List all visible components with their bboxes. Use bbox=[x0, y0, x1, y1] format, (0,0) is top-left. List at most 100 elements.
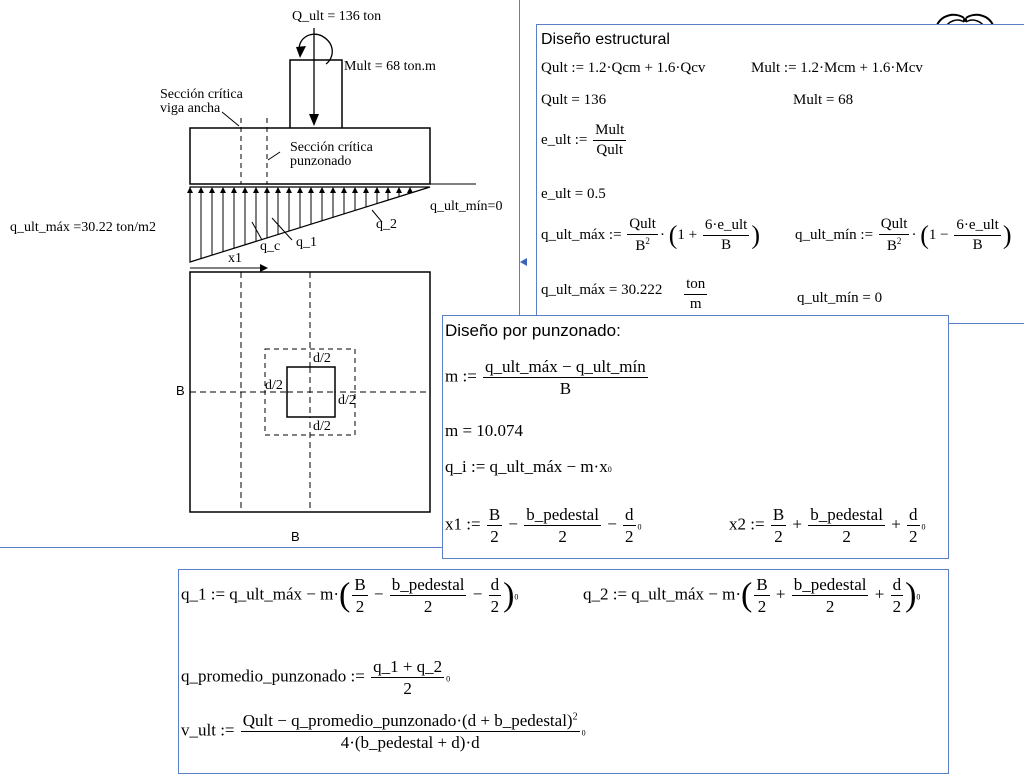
leader-qc bbox=[251, 221, 263, 241]
diagram-right-border bbox=[519, 0, 520, 548]
qmax-den: B2 bbox=[635, 236, 650, 254]
moment-arrowhead bbox=[296, 46, 306, 58]
panel2-title: Diseño por punzonado: bbox=[445, 321, 621, 340]
m-num: q_ult_máx − q_ult_mín bbox=[483, 357, 648, 378]
x1-lhs: x1 := bbox=[445, 514, 481, 534]
qmin-paren-pre: 1 − bbox=[928, 226, 949, 243]
qmin-value: q_ult_mín = 0 bbox=[797, 290, 883, 306]
qult-value: Qult = 136 bbox=[541, 92, 607, 108]
eult-lhs: e_ult := bbox=[541, 131, 588, 148]
seccion-punz-label-2: punzonado bbox=[290, 154, 352, 169]
q-ult-label: Q_ult = 136 ton bbox=[292, 9, 382, 24]
eult-value: e_ult = 0.5 bbox=[541, 186, 606, 202]
qc-label: q_c bbox=[260, 239, 281, 254]
q-ult-max-label: q_ult_máx =30.22 ton/m2 bbox=[10, 220, 156, 235]
seccion-viga-label-1: Sección crítica bbox=[160, 87, 243, 102]
qmin-den: B2 bbox=[886, 236, 902, 254]
d2-left-label: d/2 bbox=[265, 378, 283, 393]
pedestal-outline bbox=[289, 59, 343, 128]
qmax-inner-num: 6·e_ult bbox=[702, 218, 750, 236]
d2-top-label: d/2 bbox=[313, 351, 331, 366]
leader-q1 bbox=[271, 217, 293, 241]
qmax-lhs: q_ult_máx := bbox=[541, 226, 622, 243]
pressure-arrows bbox=[189, 189, 411, 262]
panel1-title: Diseño estructural bbox=[541, 31, 670, 48]
d2-bottom-label: d/2 bbox=[313, 419, 331, 434]
m-ult-label: Mult = 68 ton.m bbox=[344, 59, 436, 74]
qult-definition: Qult := 1.2·Qcm + 1.6·Qcv bbox=[541, 60, 706, 76]
qmax-paren-pre: 1 + bbox=[677, 226, 698, 243]
b-side-label: B bbox=[176, 383, 185, 398]
qmax-num: Qult bbox=[627, 217, 658, 235]
q1-label: q_1 bbox=[296, 235, 317, 250]
load-arrowhead bbox=[309, 114, 319, 126]
qi-definition: q_i := q_ult_máx − m·x0 bbox=[445, 457, 612, 476]
eult-num: Mult bbox=[593, 123, 627, 141]
vult-fraction: Qult − q_promedio_punzonado·(d + b_pedes… bbox=[240, 711, 580, 752]
collapse-arrow-icon[interactable] bbox=[520, 258, 527, 266]
panel-diseno-estructural: Diseño estructural Qult := 1.2·Qcm + 1.6… bbox=[536, 24, 1024, 324]
qmax-value-text: q_ult_máx = 30.222 bbox=[541, 282, 663, 298]
qmax-unit-den: m bbox=[689, 296, 702, 312]
diagram-bottom-border bbox=[0, 547, 520, 548]
m-den: B bbox=[559, 379, 572, 398]
mult-definition: Mult := 1.2·Mcm + 1.6·Mcv bbox=[751, 60, 923, 76]
mult-value: Mult = 68 bbox=[793, 92, 854, 108]
seccion-viga-label-2: viga ancha bbox=[160, 101, 221, 116]
x1-label: x1 bbox=[228, 251, 242, 266]
pointer-punz bbox=[267, 151, 281, 161]
seccion-punz-label-1: Sección crítica bbox=[290, 140, 373, 155]
footing-drawing bbox=[187, 28, 476, 513]
eult-den: Qult bbox=[596, 142, 624, 158]
qmin-inner-den: B bbox=[972, 237, 983, 253]
qmax-inner-den: B bbox=[721, 237, 732, 253]
m-lhs: m := bbox=[445, 366, 477, 386]
qmin-num: Qult bbox=[878, 217, 910, 235]
m-value: m = 10.074 bbox=[445, 421, 524, 440]
q2-label: q_2 bbox=[376, 217, 397, 232]
panel-diseno-punzonado: Diseño por punzonado: m := q_ult_máx − q… bbox=[442, 315, 949, 559]
footing-diagram: Q_ult = 136 ton Mult = 68 ton.m Sección … bbox=[0, 0, 520, 548]
qmin-inner-num: 6·e_ult bbox=[954, 218, 1001, 236]
x1-arrowhead bbox=[260, 264, 268, 272]
pointer-viga bbox=[221, 111, 240, 127]
pressure-arrowheads bbox=[187, 187, 413, 193]
x2-lhs: x2 := bbox=[729, 514, 765, 534]
q-ult-min-label: q_ult_mín=0 bbox=[430, 199, 503, 214]
qmax-unit-num: ton bbox=[684, 277, 708, 295]
d2-right-label: d/2 bbox=[338, 393, 356, 408]
qmin-lhs: q_ult_mín := bbox=[795, 226, 874, 243]
b-bottom-label: B bbox=[291, 529, 300, 544]
leader-q2 bbox=[371, 209, 383, 223]
